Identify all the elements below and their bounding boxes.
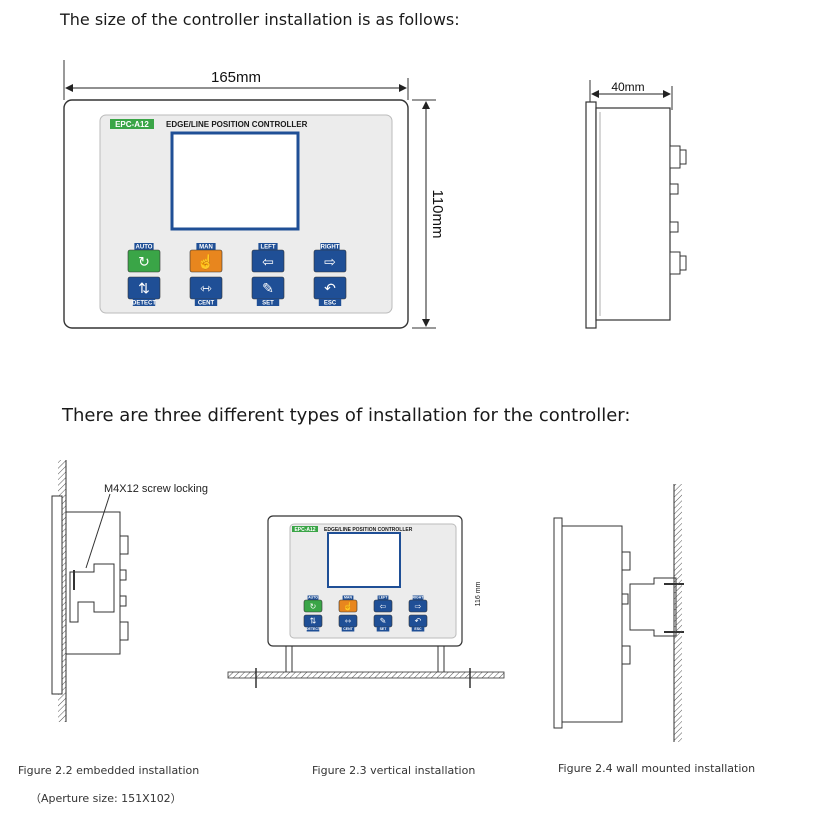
controller-title: EDGE/LINE POSITION CONTROLLER xyxy=(166,120,308,129)
key-cent: ⇿CENT xyxy=(338,614,358,632)
key-label: DETECT xyxy=(132,301,156,307)
key-label: RIGHT xyxy=(413,596,425,600)
vertical-title: EDGE/LINE POSITION CONTROLLER xyxy=(324,527,413,533)
figure-2-3-caption: Figure 2.3 vertical installation xyxy=(312,764,476,777)
key-auto: AUTO ↻ xyxy=(127,243,161,273)
controller-screen xyxy=(170,131,300,231)
key-glyph-icon: ↶ xyxy=(324,280,336,296)
key-glyph-icon: ⇦ xyxy=(380,602,387,611)
key-cent: ⇿ CENT xyxy=(189,276,223,307)
side-body xyxy=(595,107,671,321)
key-label: ESC xyxy=(414,627,422,631)
key-glyph-icon: ✎ xyxy=(380,617,387,626)
key-glyph-icon: ⇨ xyxy=(324,254,336,270)
key-label: RIGHT xyxy=(321,245,340,251)
key-glyph-icon: ✎ xyxy=(262,280,274,296)
key-set: ✎ SET xyxy=(251,276,285,307)
figure-embedded xyxy=(51,460,129,722)
key-label: AUTO xyxy=(308,596,318,600)
key-left: LEFT ⇦ xyxy=(373,595,393,613)
key-glyph-icon: ⇿ xyxy=(345,617,352,626)
key-left: LEFT ⇦ xyxy=(251,243,285,273)
figure-vertical: EPC-A12 EDGE/LINE POSITION CONTROLLER AU… xyxy=(227,515,505,688)
key-right: RIGHT ⇨ xyxy=(408,595,428,613)
vertical-brand: EPC-A12 xyxy=(294,527,315,533)
size-heading: The size of the controller installation … xyxy=(60,10,460,29)
height-dimension: 110mm xyxy=(429,190,446,239)
key-esc: ↶ESC xyxy=(408,614,428,632)
figure-2-2-caption: Figure 2.2 embedded installation xyxy=(18,764,200,777)
depth-dimension: 40mm xyxy=(611,80,644,94)
key-label: CENT xyxy=(198,301,215,307)
key-label: LEFT xyxy=(379,596,389,600)
types-heading: There are three different types of insta… xyxy=(62,405,631,426)
key-label: LEFT xyxy=(261,245,276,251)
key-glyph-icon: ☝ xyxy=(343,601,353,611)
key-label: ESC xyxy=(324,301,337,307)
side-front-plate xyxy=(585,101,597,329)
key-label: SET xyxy=(380,627,388,631)
key-glyph-icon: ☝ xyxy=(197,253,214,271)
vertical-height-dimension: 116 mm xyxy=(475,581,482,606)
figure-wall xyxy=(553,484,684,742)
key-esc: ↶ ESC xyxy=(313,276,347,307)
key-label: SET xyxy=(262,301,274,307)
key-label: MAN xyxy=(344,596,352,600)
key-glyph-icon: ⇅ xyxy=(310,617,317,626)
key-label: MAN xyxy=(199,245,213,251)
screw-annotation: M4X12 screw locking xyxy=(104,483,208,495)
key-glyph-icon: ↻ xyxy=(310,602,317,611)
key-label: DETECT xyxy=(306,627,321,631)
key-glyph-icon: ↶ xyxy=(415,617,422,626)
key-man: MAN☝ xyxy=(338,595,358,613)
key-glyph-icon: ⇿ xyxy=(200,280,212,296)
side-connectors xyxy=(669,145,687,275)
brand-label: EPC-A12 xyxy=(115,120,149,129)
key-glyph-icon: ⇅ xyxy=(138,280,150,296)
key-auto: AUTO ↻ xyxy=(303,595,323,613)
front-keypad: AUTO ↻ MAN ☝ LEFT ⇦ RIGHT ⇨ ⇅ DETECT ⇿ CENT ✎ SET ↶ ESC xyxy=(127,243,347,307)
brand-badge xyxy=(110,119,154,129)
figure-2-4-caption: Figure 2.4 wall mounted installation xyxy=(558,762,756,775)
key-glyph-icon: ⇨ xyxy=(415,602,422,611)
figure-2-2-aperture: （Aperture size: 151X102） xyxy=(30,792,182,805)
key-right: RIGHT ⇨ xyxy=(313,243,347,273)
key-glyph-icon: ↻ xyxy=(138,254,150,270)
key-set: ✎SET xyxy=(373,614,393,632)
key-detect: ⇅DETECT xyxy=(303,614,323,632)
key-label: CENT xyxy=(343,627,353,631)
width-dimension: 165mm xyxy=(211,69,261,86)
key-glyph-icon: ⇦ xyxy=(262,254,274,270)
key-man: MAN ☝ xyxy=(189,243,223,273)
key-label: AUTO xyxy=(136,245,153,251)
key-detect: ⇅ DETECT xyxy=(127,276,161,307)
